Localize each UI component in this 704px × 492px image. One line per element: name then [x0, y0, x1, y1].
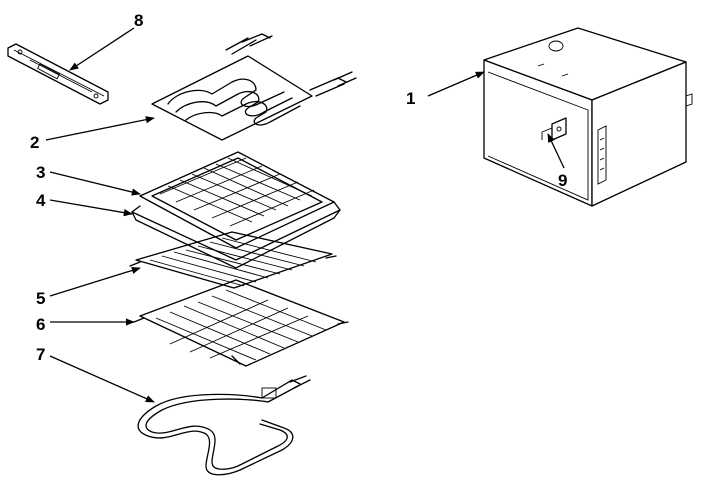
callout-4: 4 — [36, 191, 46, 210]
part-6-oven-rack-lower — [133, 279, 349, 367]
callout-1: 1 — [406, 89, 415, 108]
callout-2: 2 — [30, 133, 39, 152]
part-7-bake-element — [137, 375, 311, 476]
part-1-oven-cavity-liner — [483, 27, 693, 207]
part-5-oven-rack-upper — [129, 231, 337, 289]
callout-9: 9 — [558, 171, 567, 190]
callout-8: 8 — [134, 11, 143, 30]
callout-6: 6 — [36, 315, 45, 334]
part-2-broil-element — [151, 33, 357, 141]
callout-7: 7 — [36, 345, 45, 364]
callout-3: 3 — [36, 163, 45, 182]
callout-5: 5 — [36, 289, 45, 308]
callout-labels: 1 2 3 4 5 6 7 8 9 — [30, 11, 567, 364]
part-8-bracket — [7, 43, 109, 105]
leader-lines — [45, 27, 565, 403]
